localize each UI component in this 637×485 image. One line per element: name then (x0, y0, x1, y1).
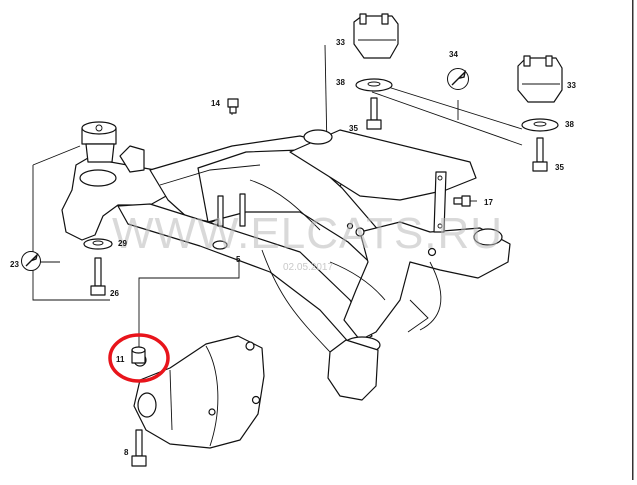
part-label-38-right: 38 (565, 120, 574, 129)
bushing-left (81, 121, 117, 163)
part-label-33-top: 33 (336, 38, 345, 47)
rubber-mount-33-top (353, 13, 399, 59)
part-label-29: 29 (118, 239, 127, 248)
bolt-35-right (532, 137, 548, 172)
rubber-mount-33-right (517, 55, 563, 103)
part-number-labels: 14 5 11 8 23 29 26 33 33 34 38 38 35 35 … (10, 38, 576, 457)
mounting-studs (212, 193, 246, 250)
part-label-17: 17 (484, 198, 493, 207)
washer-38-top (355, 78, 393, 92)
part-label-11: 11 (116, 355, 125, 364)
part-label-5: 5 (236, 255, 241, 264)
part-label-35-top: 35 (349, 124, 358, 133)
right-border (632, 0, 634, 480)
part-label-26: 26 (110, 289, 119, 298)
bolt-35-top (366, 97, 382, 130)
bracket-plate (433, 171, 447, 233)
washer-29 (83, 238, 113, 250)
highlight-circle (108, 333, 170, 383)
part-label-38-top: 38 (336, 78, 345, 87)
watermark-date: 02.05.2017 (283, 262, 333, 273)
part-label-35-right: 35 (555, 163, 564, 172)
part-label-33-right: 33 (567, 81, 576, 90)
part-label-8: 8 (124, 448, 129, 457)
bolt-26 (90, 257, 106, 296)
watermark-text: WWW.ELCATS.RU (112, 209, 503, 258)
leader-lines (32, 44, 523, 452)
bolt-17 (453, 195, 471, 207)
bolt-8 (131, 429, 147, 467)
wrench-icon (21, 251, 41, 271)
washer-38-right (521, 118, 559, 132)
part-label-23: 23 (10, 260, 19, 269)
part-label-14: 14 (211, 99, 220, 108)
part-label-34: 34 (449, 50, 458, 59)
bolt-14 (227, 98, 239, 114)
rear-subframe (61, 129, 511, 401)
wrench-icon (447, 68, 469, 90)
nut-11 (131, 346, 146, 364)
